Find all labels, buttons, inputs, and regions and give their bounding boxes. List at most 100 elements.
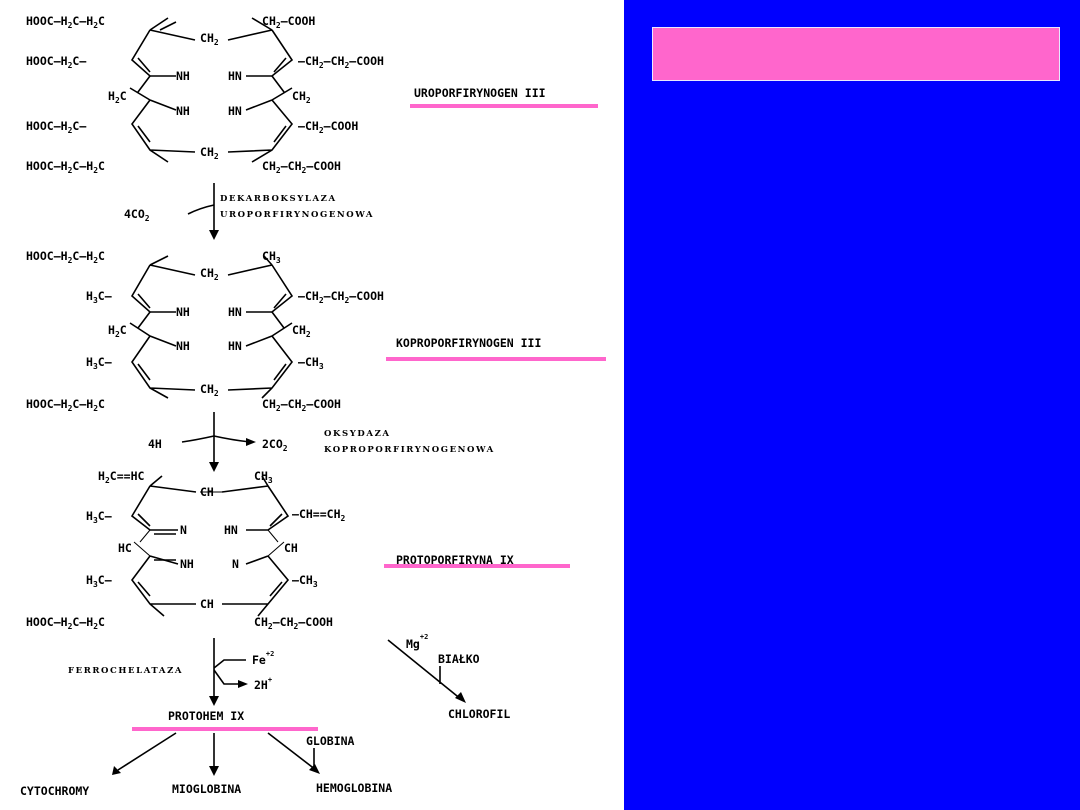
chain-text: HOOC—H2C— bbox=[26, 54, 86, 70]
title-box bbox=[652, 27, 1060, 81]
nh-label: NH bbox=[176, 69, 190, 83]
meso-bridge-label: H2C bbox=[108, 89, 127, 105]
h-release-branch bbox=[181, 435, 215, 443]
hn-label: HN bbox=[224, 523, 238, 537]
meso-bridge-label: CH2 bbox=[200, 382, 219, 398]
fe-ion: Fe+2 bbox=[252, 650, 274, 667]
chain-text: —CH2—CH2—COOH bbox=[298, 54, 384, 70]
enzyme-label: OKSYDAZA bbox=[324, 429, 391, 439]
h-ion: 2H+ bbox=[254, 676, 272, 692]
chain-text: CH2—CH2—COOH bbox=[262, 159, 341, 175]
title-panel bbox=[624, 0, 1080, 810]
meso-bridge-label: CH2 bbox=[200, 145, 219, 161]
chlorofil-label: CHLOROFIL bbox=[448, 707, 510, 721]
n-label: N bbox=[232, 557, 239, 571]
nh-label: NH bbox=[176, 305, 190, 319]
chain-text: H3C— bbox=[86, 289, 112, 305]
meso-bridge-label: HC bbox=[118, 541, 132, 555]
protoporfiryna-label: PROTOPORFIRYNA IX bbox=[396, 553, 514, 567]
chain-text: HOOC—H2C—H2C bbox=[26, 397, 105, 413]
meso-bridge-label: CH2 bbox=[200, 266, 219, 282]
meso-bridge-label: CH bbox=[284, 541, 298, 555]
hn-label: HN bbox=[228, 305, 242, 319]
enzyme-label: FERROCHELATAZA bbox=[68, 666, 183, 676]
nh-label: NH bbox=[180, 557, 194, 571]
pyrrole-ring bbox=[130, 255, 196, 313]
hemoglobina-label: HEMOGLOBINA bbox=[316, 781, 392, 795]
pyrrole-ring bbox=[227, 255, 294, 313]
chain-text: CH2—COOH bbox=[262, 14, 315, 30]
meso-bridge-label: H2C bbox=[108, 323, 127, 339]
pyrrole-ring bbox=[130, 17, 196, 77]
pyrrole-ring bbox=[227, 17, 294, 77]
chain-text: CH3 bbox=[262, 249, 281, 265]
arrowhead bbox=[209, 696, 219, 706]
chain-text: H2C==HC bbox=[98, 469, 144, 485]
bridge-bond bbox=[133, 491, 285, 557]
chain-text: H3C— bbox=[86, 355, 112, 371]
meso-bridge-label: CH2 bbox=[200, 31, 219, 47]
h-release-branch bbox=[213, 669, 242, 685]
chain-text: —CH3 bbox=[298, 355, 324, 371]
meso-bridge-label: CH2 bbox=[292, 323, 311, 339]
mg-ion: Mg+2 bbox=[406, 633, 428, 651]
nh-label: NH bbox=[176, 339, 190, 353]
arrowhead bbox=[112, 766, 121, 775]
chain-text: HOOC—H2C—H2C bbox=[26, 14, 105, 30]
chain-text: CH2—CH2—COOH bbox=[254, 615, 333, 631]
chain-text: —CH==CH2 bbox=[292, 507, 346, 523]
n-label: N bbox=[180, 523, 187, 537]
cytochromy-label: CYTOCHROMY bbox=[20, 784, 89, 798]
chain-text: —CH2—COOH bbox=[298, 119, 358, 135]
chain-text: —CH2—CH2—COOH bbox=[298, 289, 384, 305]
koproporfirynogen-label: KOPROPORFIRYNOGEN III bbox=[396, 336, 541, 350]
ring-double-bond bbox=[137, 513, 283, 597]
nh-label: NH bbox=[176, 104, 190, 118]
pyrrole-ring bbox=[221, 475, 290, 531]
co2-byproduct: 2CO2 bbox=[262, 437, 288, 453]
uroporfirynogen-label: UROPORFIRYNOGEN III bbox=[414, 86, 546, 100]
pyrrole-ring bbox=[227, 99, 294, 163]
co2-byproduct: 4CO2 bbox=[124, 207, 150, 223]
pyrrole-ring bbox=[131, 99, 196, 163]
enzyme-label: DEKARBOKSYLAZA bbox=[220, 194, 337, 204]
heme-biosynthesis-diagram: HOOC—H2C—H2C HOOC—H2C— HOOC—H2C— HOOC—H2… bbox=[20, 14, 606, 798]
fe-input-branch bbox=[213, 659, 246, 669]
meso-bridge-label: CH2 bbox=[292, 89, 311, 105]
arrowhead bbox=[238, 680, 248, 688]
hn-label: HN bbox=[228, 339, 242, 353]
ring-double-bond bbox=[137, 293, 287, 381]
chlorofil-arrow bbox=[387, 639, 463, 701]
hn-label: HN bbox=[228, 104, 242, 118]
hemoglobina-arrow bbox=[267, 732, 317, 771]
arrowhead bbox=[309, 764, 320, 774]
chain-text: —CH3 bbox=[292, 573, 318, 589]
pyrrole-ring bbox=[227, 335, 294, 399]
chain-text: H3C— bbox=[86, 509, 112, 525]
chain-text: HOOC—H2C— bbox=[26, 119, 86, 135]
arrowhead bbox=[209, 462, 219, 472]
ring-double-bond bbox=[137, 57, 287, 143]
cytochromy-arrow bbox=[117, 732, 177, 771]
arrowhead bbox=[209, 766, 219, 776]
mioglobina-label: MIOGLOBINA bbox=[172, 782, 241, 796]
chain-text: HOOC—H2C—H2C bbox=[26, 615, 105, 631]
pyrrole-ring bbox=[130, 475, 197, 531]
diagram-panel bbox=[0, 0, 624, 810]
enzyme-label: KOPROPORFIRYNOGENOWA bbox=[324, 445, 495, 455]
pyrrole-ring bbox=[131, 335, 196, 399]
bridge-bond bbox=[129, 311, 293, 337]
uroporfirynogen-structure: HOOC—H2C—H2C HOOC—H2C— HOOC—H2C— HOOC—H2… bbox=[26, 14, 384, 175]
globina-label: GLOBINA bbox=[306, 734, 355, 748]
enzyme-label: UROPORFIRYNOGENOWA bbox=[220, 210, 374, 220]
co2-release-branch bbox=[213, 435, 251, 443]
hn-label: HN bbox=[228, 69, 242, 83]
arrowhead bbox=[246, 438, 256, 446]
chain-text: H3C— bbox=[86, 573, 112, 589]
arrowhead bbox=[209, 230, 219, 240]
co2-release-branch bbox=[187, 204, 215, 215]
chain-text: HOOC—H2C—H2C bbox=[26, 159, 105, 175]
bridge-bond bbox=[129, 75, 293, 101]
chain-text: CH3 bbox=[254, 469, 273, 485]
pyrrole-ring bbox=[222, 555, 290, 617]
